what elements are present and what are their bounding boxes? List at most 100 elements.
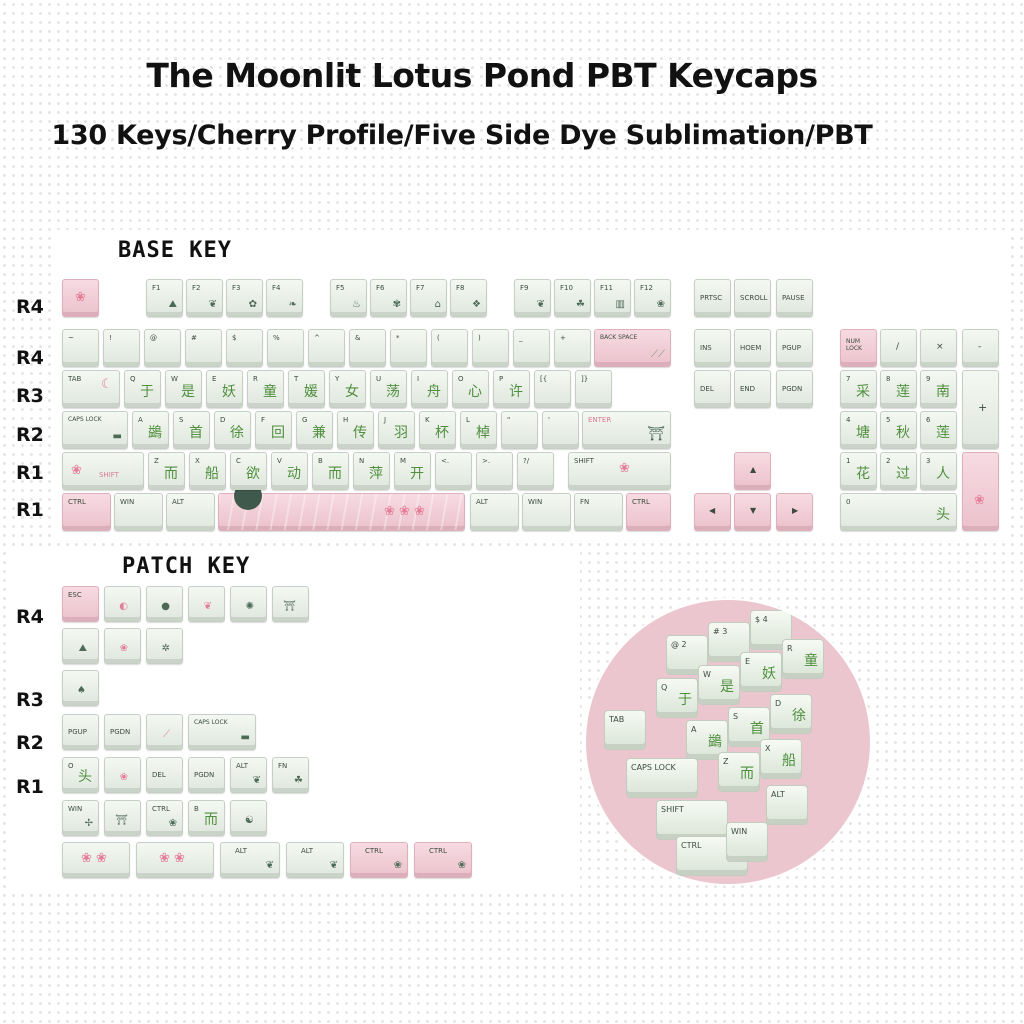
- key-f4: F4❧: [266, 279, 303, 317]
- lotus-icon: ❀ ❀: [81, 851, 107, 866]
- key-arrow-left: ◀: [694, 493, 731, 531]
- base-row-label: R2: [16, 424, 44, 446]
- motif-icon: ⌂: [434, 299, 441, 310]
- key-num-sub: -: [962, 329, 999, 367]
- bud-icon: ❦: [265, 860, 274, 871]
- patch-key-heading: PATCH KEY: [122, 554, 251, 579]
- key-num-plus: +: [962, 370, 999, 449]
- patch-key-art: ⟋: [146, 714, 183, 750]
- patch-row-label: R4: [16, 606, 44, 628]
- lotus-icon: ❀: [119, 643, 128, 654]
- pagoda-icon: ⛩: [283, 601, 296, 612]
- key-number-row: $: [226, 329, 263, 367]
- patch-key-art: ❀: [104, 757, 141, 793]
- base-row-label: R1: [16, 499, 44, 521]
- bud-icon: ❦: [329, 860, 338, 871]
- key-arrow-down: ▼: [734, 493, 771, 531]
- patch-key-capslock: CAPS LOCK▬: [188, 714, 256, 750]
- key-num-enter: ❀: [962, 452, 999, 531]
- key-win-right: WIN: [522, 493, 571, 531]
- base-row-label: R3: [16, 385, 44, 407]
- key-a-row: ': [542, 411, 579, 449]
- patch-key-win: WIN✢: [62, 800, 99, 836]
- dragonfly-icon: ✢: [84, 818, 93, 829]
- base-key-heading: BASE KEY: [118, 238, 232, 263]
- key-enter: ENTER⛩: [582, 411, 671, 449]
- patch-row-label: R2: [16, 732, 44, 754]
- key-fn: FN: [574, 493, 623, 531]
- patch-key-ctrl: CTRL❀: [414, 842, 472, 878]
- patch-key-shift-art: ❀ ❀: [136, 842, 214, 878]
- key-f3: F3✿: [226, 279, 263, 317]
- key-win-left: WIN: [114, 493, 163, 531]
- lotus-icon: ❀: [619, 461, 630, 476]
- key-num-div: /: [880, 329, 917, 367]
- bud-icon: ♠: [77, 685, 86, 696]
- key-arrow-up: ▲: [734, 452, 771, 490]
- patch-key-art: ⛰: [62, 628, 99, 664]
- patch-key-fn: FN☘: [272, 757, 309, 793]
- patch-key-ctrl: CTRL❀: [350, 842, 408, 878]
- lotus-icon: ❀: [75, 290, 86, 305]
- key-f12: F12❀: [634, 279, 671, 317]
- key-number-row: #: [185, 329, 222, 367]
- patch-key-pgup: PGUP: [62, 714, 99, 750]
- patch-key-alt: ALT❦: [230, 757, 267, 793]
- key-number-row: +: [554, 329, 591, 367]
- key-f5: F5♨: [330, 279, 367, 317]
- key-number-row: @: [144, 329, 181, 367]
- key-numlock: NUM LOCK: [840, 329, 877, 367]
- key-number-row: _: [513, 329, 550, 367]
- motif-icon: ❦: [208, 299, 217, 310]
- motif-icon: ❦: [536, 299, 545, 310]
- photo-keycap: CAPS LOCK: [626, 758, 698, 798]
- lotus-icon: ❀: [457, 860, 466, 871]
- key-ctrl-left: CTRL: [62, 493, 111, 531]
- key-arrow-right: ▶: [776, 493, 813, 531]
- bud-icon: ❦: [252, 775, 261, 786]
- key-f10: F10☘: [554, 279, 591, 317]
- motif-icon: ☘: [576, 299, 585, 310]
- photo-keycap: WIN: [726, 822, 768, 862]
- motif-icon: ✿: [248, 299, 257, 310]
- patch-key-esc: ESC: [62, 586, 99, 622]
- motif-icon: ❧: [288, 299, 297, 310]
- key-backspace: BACK SPACE⟋⟋: [594, 329, 671, 367]
- patch-key-art: ⛩: [104, 800, 141, 836]
- key-number-row: ~: [62, 329, 99, 367]
- key-number-row: !: [103, 329, 140, 367]
- key-f2: F2❦: [186, 279, 223, 317]
- key-ctrl-right: CTRL: [626, 493, 671, 531]
- page-subtitle: 130 Keys/Cherry Profile/Five Side Dye Su…: [51, 120, 873, 151]
- key-number-row: ): [472, 329, 509, 367]
- motif-icon: ⛰: [168, 299, 177, 310]
- patch-key-art: ⛩: [272, 586, 309, 622]
- caps-icon: ▬: [112, 431, 122, 442]
- key-num-mul: ×: [920, 329, 957, 367]
- lily-pad-icon: ●: [161, 601, 170, 612]
- motif-icon: ✾: [392, 299, 401, 310]
- key-number-row: %: [267, 329, 304, 367]
